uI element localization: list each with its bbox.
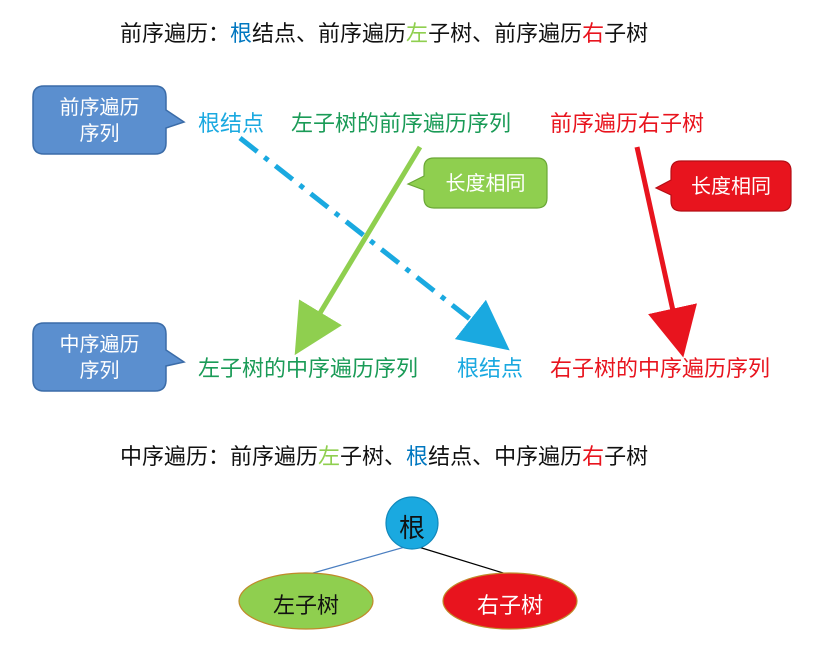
- callout-length-red-shape: [654, 160, 792, 212]
- row1-left: 左子树的前序遍历序列: [291, 112, 512, 137]
- row1-root: 根结点: [198, 112, 265, 137]
- inorder-right-word: 右: [582, 445, 605, 470]
- inorder-text-4: 子树: [604, 445, 649, 470]
- tree-edge-left: [305, 544, 413, 576]
- callout-preorder-line2: 序列: [79, 121, 120, 145]
- callout-inorder-line1: 中序遍历: [59, 332, 140, 356]
- callout-preorder-shape: [32, 85, 186, 155]
- callout-length-red-text: 长度相同: [691, 174, 771, 198]
- tree-edge-right: [411, 544, 511, 576]
- tree-right-node: [442, 572, 578, 630]
- preorder-left-word: 左: [406, 22, 429, 47]
- callout-inorder-line2: 序列: [79, 358, 120, 382]
- inorder-left-word: 左: [318, 445, 341, 470]
- preorder-text-4: 子树: [604, 22, 649, 47]
- inorder-root-word: 根: [406, 445, 429, 470]
- preorder-description: 前序遍历：根结点、前序遍历左子树、前序遍历右子树: [120, 16, 648, 48]
- inorder-prefix: 中序遍历：前序遍历: [120, 445, 319, 470]
- arrow-root-to-root: [238, 136, 510, 351]
- tree-right-label: 右子树: [476, 594, 543, 619]
- preorder-text-3: 子树、前序遍历: [428, 22, 583, 47]
- row2-right: 右子树的中序遍历序列: [550, 357, 771, 382]
- inorder-text-2: 子树、: [340, 445, 407, 470]
- tree-left-node: [238, 572, 374, 630]
- callout-length-green-text: 长度相同: [445, 171, 526, 195]
- tree-root-node: [385, 496, 439, 550]
- callout-preorder-text: 前序遍历 序列: [33, 94, 166, 146]
- row2-root: 根结点: [457, 357, 524, 382]
- preorder-text-2: 结点、前序遍历: [252, 22, 407, 47]
- preorder-root-word: 根: [230, 22, 253, 47]
- row2-left: 左子树的中序遍历序列: [198, 357, 419, 382]
- row1-right: 前序遍历右子树: [550, 112, 705, 137]
- preorder-prefix: 前序遍历：: [120, 22, 231, 47]
- callout-length-green-shape: [406, 157, 548, 209]
- callout-preorder-line1: 前序遍历: [59, 95, 140, 119]
- inorder-description: 中序遍历：前序遍历左子树、根结点、中序遍历右子树: [120, 439, 648, 471]
- arrow-left-subtree: [294, 145, 423, 356]
- tree-left-label: 左子树: [272, 594, 339, 619]
- arrow-right-subtree: [634, 146, 697, 358]
- callout-inorder-text: 中序遍历 序列: [33, 331, 166, 383]
- tree-root-label: 根: [398, 514, 425, 544]
- inorder-text-3: 结点、中序遍历: [428, 445, 583, 470]
- preorder-right-word: 右: [582, 22, 605, 47]
- callout-inorder-shape: [32, 322, 186, 392]
